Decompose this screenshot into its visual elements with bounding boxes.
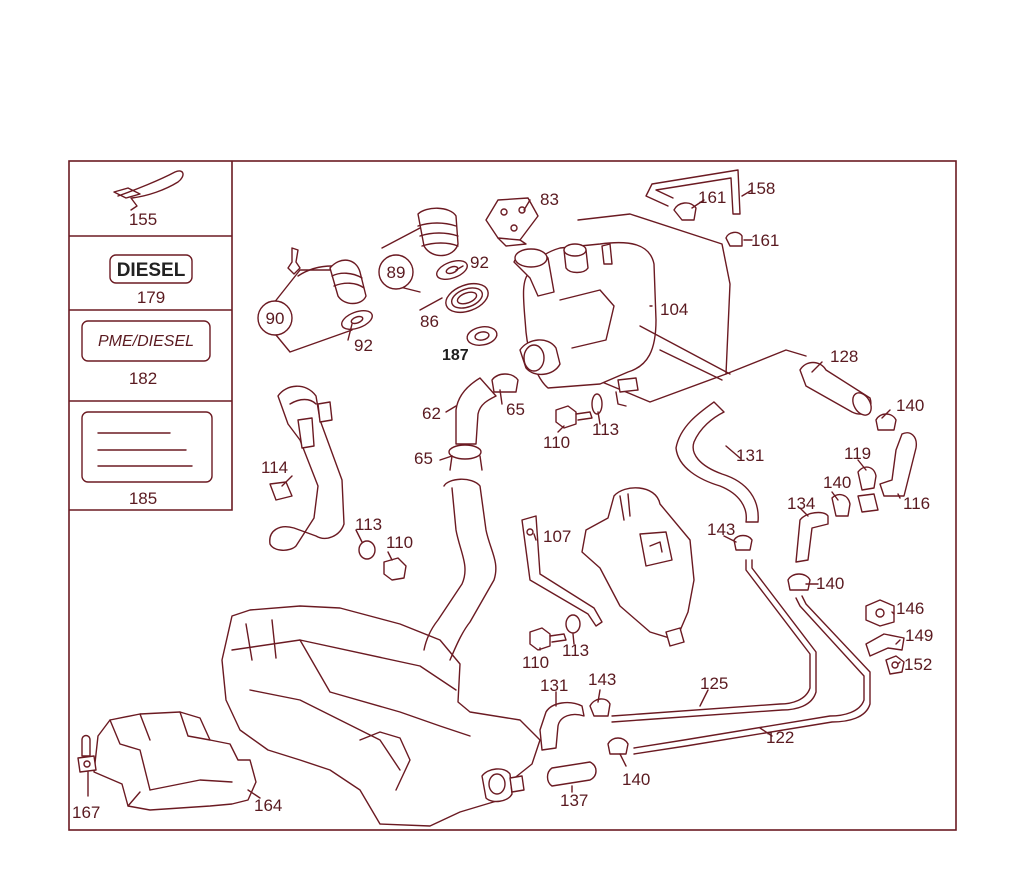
callout-116: 116 xyxy=(903,494,930,513)
callout-113: 113 xyxy=(355,515,382,534)
callout-110: 110 xyxy=(543,433,570,452)
callout-137: 137 xyxy=(560,791,588,810)
boot-assembly-90 xyxy=(257,247,373,353)
leader-lines xyxy=(87,189,901,799)
callout-114: 114 xyxy=(261,458,288,477)
hose-131-lower xyxy=(539,701,597,787)
hose-128 xyxy=(725,349,872,416)
callout-113: 113 xyxy=(562,641,589,660)
hose-131-upper xyxy=(675,401,759,523)
callout-128: 128 xyxy=(830,347,858,366)
callout-122: 122 xyxy=(766,728,794,747)
legend-number-185: 185 xyxy=(129,489,157,508)
callout-92: 92 xyxy=(354,336,373,355)
diesel-tag-text: DIESEL xyxy=(117,260,186,281)
blank-label-icon xyxy=(81,411,213,483)
legend-panel: 155 DIESEL 179 PME/DIESEL 182 185 xyxy=(69,161,233,511)
callout-labels: 83 161 158 161 89 92 90 92 86 187 104 12… xyxy=(72,179,933,822)
callout-92: 92 xyxy=(470,253,489,272)
callout-65: 65 xyxy=(414,449,433,468)
bracket-146-149-152 xyxy=(865,599,905,675)
callout-62: 62 xyxy=(422,404,441,423)
heat-shield-164 xyxy=(77,711,257,811)
diagram-frame xyxy=(68,160,957,831)
callout-125: 125 xyxy=(700,674,728,693)
callout-140: 140 xyxy=(823,473,851,492)
screw-110-upper xyxy=(555,393,603,429)
hose-62 xyxy=(448,373,519,471)
fuel-tank xyxy=(221,478,541,827)
callout-140: 140 xyxy=(896,396,924,415)
callout-119: 119 xyxy=(844,444,871,463)
callout-143: 143 xyxy=(707,520,735,539)
callout-149: 149 xyxy=(905,626,933,645)
callout-107: 107 xyxy=(543,527,571,546)
callout-83: 83 xyxy=(540,190,559,209)
callout-86: 86 xyxy=(420,312,439,331)
callout-164: 164 xyxy=(254,796,282,815)
callout-143: 143 xyxy=(588,670,616,689)
legend-number-182: 182 xyxy=(129,369,157,388)
callout-161: 161 xyxy=(698,188,726,207)
filter-housing xyxy=(581,487,695,647)
callout-187: 187 xyxy=(442,347,469,364)
duct-left xyxy=(269,385,407,581)
callout-131: 131 xyxy=(540,676,568,695)
callout-152: 152 xyxy=(904,655,932,674)
pme-diesel-tag-text: PME/DIESEL xyxy=(98,333,194,350)
pme-diesel-tag-icon xyxy=(81,320,211,362)
callout-110: 110 xyxy=(522,653,549,672)
callout-113: 113 xyxy=(592,420,619,439)
bracket-107 xyxy=(521,515,603,627)
callout-146: 146 xyxy=(896,599,924,618)
boot-assembly-89 xyxy=(378,207,498,346)
callout-161: 161 xyxy=(751,231,779,250)
legend-number-179: 179 xyxy=(137,288,165,307)
fuel-lines xyxy=(589,534,871,755)
callout-140: 140 xyxy=(816,574,844,593)
legend-number-155: 155 xyxy=(129,210,157,229)
cable-tie-icon xyxy=(113,170,184,211)
expansion-tank-104 xyxy=(513,213,731,407)
callout-140: 140 xyxy=(622,770,650,789)
callout-167: 167 xyxy=(72,803,100,822)
vent-line-158 xyxy=(645,169,743,247)
callout-90: 90 xyxy=(266,309,285,328)
callout-131: 131 xyxy=(736,446,764,465)
callout-110: 110 xyxy=(386,533,413,552)
callout-89: 89 xyxy=(387,263,406,282)
diesel-tag-icon xyxy=(109,254,193,284)
callout-104: 104 xyxy=(660,300,688,319)
screw-110-lower xyxy=(529,614,581,651)
filler-flange-83 xyxy=(485,197,539,247)
callout-158: 158 xyxy=(747,179,775,198)
callout-65: 65 xyxy=(506,400,525,419)
callout-134: 134 xyxy=(787,494,815,513)
